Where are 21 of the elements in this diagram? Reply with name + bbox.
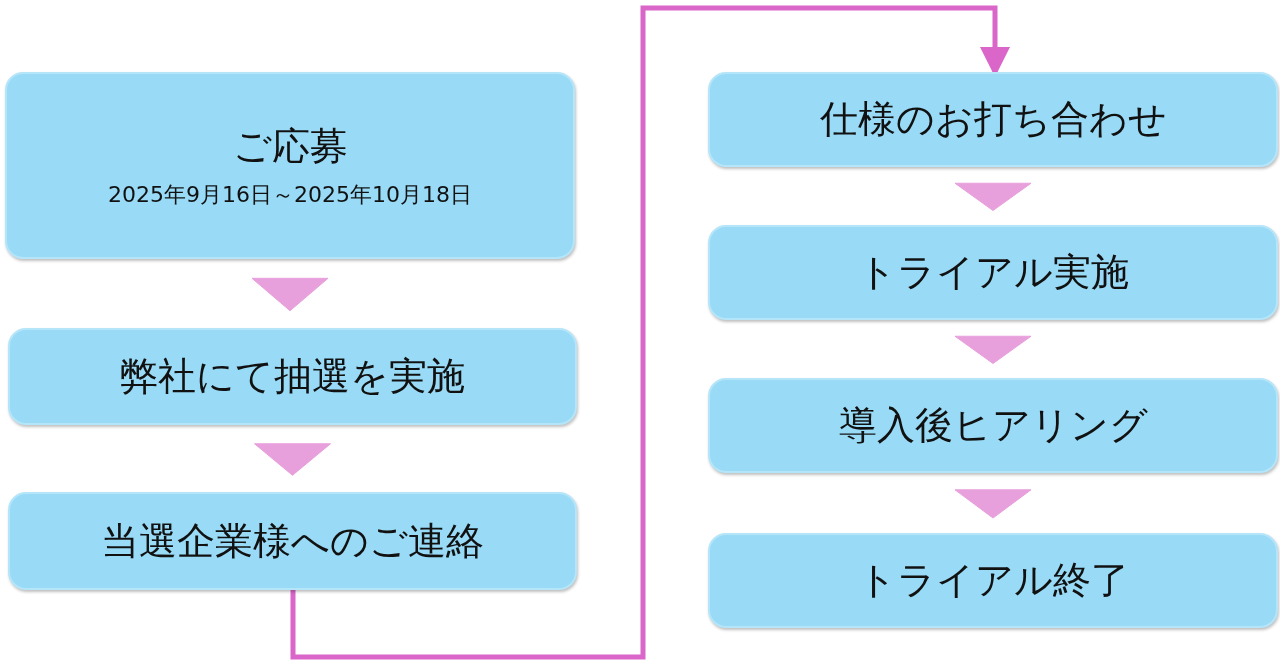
- step-title: トライアル実施: [857, 249, 1129, 296]
- process-box: [708, 378, 1278, 473]
- step-title: 導入後ヒアリング: [838, 402, 1148, 449]
- step-title: トライアル終了: [857, 557, 1129, 604]
- down-chevron: [251, 277, 329, 312]
- down-chevron: [954, 182, 1032, 211]
- connector-arrow: [290, 5, 1010, 660]
- process-box: [5, 72, 575, 259]
- date-range: 2025年9月16日～2025年10月18日: [108, 181, 472, 209]
- process-box: [8, 328, 577, 425]
- step-title: 当選企業様へのご連絡: [101, 517, 484, 565]
- down-chevron: [254, 443, 331, 476]
- step-title: 仕様のお打ち合わせ: [819, 96, 1167, 143]
- process-box: [708, 533, 1278, 628]
- process-box: [8, 492, 577, 590]
- down-chevron: [954, 335, 1032, 364]
- step-title: 弊社にて抽選を実施: [120, 353, 465, 400]
- process-box: [708, 225, 1278, 320]
- step-title: ご応募: [232, 123, 348, 170]
- down-chevron: [954, 489, 1032, 519]
- process-box: [708, 72, 1278, 167]
